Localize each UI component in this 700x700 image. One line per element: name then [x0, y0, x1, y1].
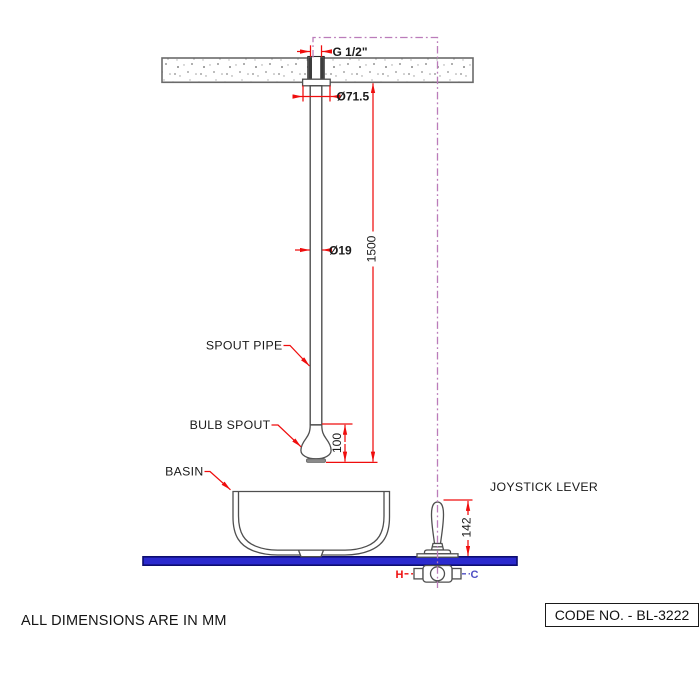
spout-pipe-label: SPOUT PIPE — [206, 339, 283, 353]
spout-height-label: 100 — [330, 433, 344, 453]
thread-size-label: G 1/2" — [333, 45, 368, 59]
counter-top — [142, 555, 518, 566]
leader-bulb-spout: BULB SPOUT — [190, 418, 302, 448]
pipe-length-label: 1500 — [365, 235, 379, 262]
dim-pipe-length: 1500 — [326, 83, 379, 464]
cold-port-label: C — [471, 569, 479, 581]
dim-pipe-diameter: Ø19 — [295, 244, 352, 258]
bulb-spout — [300, 424, 332, 463]
lever-height-label: 142 — [460, 517, 474, 537]
code-number-label: CODE NO. - BL-3222 — [554, 607, 690, 623]
basin-outline — [232, 490, 391, 558]
ceiling-anchor-fitting — [307, 55, 325, 80]
valve-right-port — [451, 567, 462, 580]
leader-spout-pipe: SPOUT PIPE — [206, 339, 310, 367]
spout-pipe — [309, 85, 323, 426]
leader-basin: BASIN — [165, 465, 231, 491]
flange-diameter-label: Ø71.5 — [337, 90, 370, 104]
basin-label: BASIN — [165, 465, 203, 479]
bulb-spout-label: BULB SPOUT — [190, 418, 271, 432]
dim-spout-height: 100 — [322, 423, 353, 462]
hot-port-label: H — [396, 569, 404, 581]
dim-flange-diameter: Ø71.5 — [292, 85, 370, 104]
hot-port-callout: H — [396, 569, 413, 581]
valve-body — [413, 564, 462, 583]
spout-tip — [306, 458, 326, 463]
basin-drain — [297, 549, 325, 558]
code-number-box: CODE NO. - BL-3222 — [545, 603, 699, 627]
dim-thread-size: G 1/2" — [297, 45, 368, 59]
cold-port-callout: C — [462, 569, 479, 581]
mounting-flange — [301, 78, 331, 87]
dim-lever-height: 142 — [443, 499, 474, 556]
valve-left-port — [413, 567, 424, 580]
pipe-diameter-label: Ø19 — [329, 244, 352, 258]
joystick-lever-label: JOYSTICK LEVER — [490, 480, 598, 494]
centerline — [312, 36, 439, 588]
units-note: ALL DIMENSIONS ARE IN MM — [21, 613, 227, 629]
